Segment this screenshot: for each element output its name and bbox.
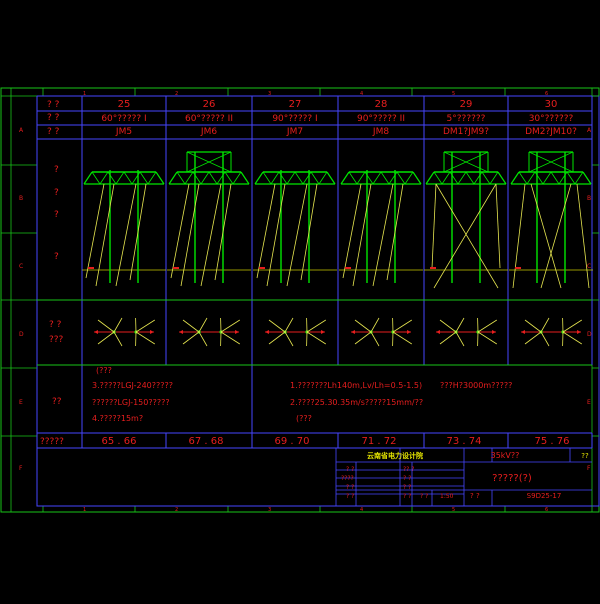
- col-number-26: 26: [203, 99, 216, 110]
- row-label-c: C: [19, 263, 23, 270]
- anchor-mark: [88, 267, 94, 269]
- row-label-f: F: [19, 465, 23, 472]
- note-right-2: (???: [296, 414, 312, 423]
- col-number-27: 27: [289, 99, 302, 110]
- col-type-27: 90°????? I: [272, 114, 317, 124]
- row-label-type: ? ?: [47, 113, 60, 123]
- tb-row-0-b: ?? ?: [403, 466, 414, 473]
- col-type-29: 5°??????: [447, 114, 486, 124]
- drawing-no-28: 71 . 72: [362, 436, 397, 447]
- tb-row-3-b: ? ?: [403, 493, 411, 500]
- col-code-27: JM7: [286, 127, 303, 137]
- col-label-2-bottom: 2: [175, 507, 178, 513]
- anchor-mark: [345, 267, 351, 269]
- note-left-2: ??????LGJ-150?????: [92, 398, 170, 407]
- col-label-4-bottom: 4: [360, 507, 363, 513]
- col-label-5-bottom: 5: [452, 507, 455, 513]
- col-code-28: JM8: [372, 127, 389, 137]
- drawing-no-27: 69 . 70: [275, 436, 310, 447]
- drawing-no-29: 73 . 74: [447, 436, 482, 447]
- col-code-26: JM6: [200, 127, 217, 137]
- row-label-b-right: B: [587, 195, 591, 202]
- tower-label-1: ?: [54, 165, 59, 175]
- notes-label: ??: [52, 397, 62, 407]
- date-label: ? ?: [470, 492, 480, 500]
- row-label-code: ? ?: [47, 127, 60, 137]
- company-name: 云南省电力设计院: [367, 451, 423, 460]
- row-label-e-right: E: [587, 399, 591, 406]
- scale-value: 1:50: [440, 493, 454, 500]
- note-left-3: 4.?????15m?: [92, 414, 143, 423]
- tb-row-0-a: ? ?: [346, 466, 354, 473]
- plan-label-2: ???: [49, 335, 64, 345]
- col-type-26: 60°????? II: [185, 114, 233, 124]
- col-code-29: DM1?JM9?: [443, 127, 489, 137]
- note-left-1: 3.?????LGJ-240?????: [92, 381, 173, 390]
- row-label-e: E: [19, 399, 23, 406]
- col-code-25: JM5: [115, 127, 132, 137]
- note-right-extra: ???H?3000m?????: [440, 381, 512, 390]
- col-type-28: 90°????? II: [357, 114, 405, 124]
- row-label-f-right: F: [587, 465, 591, 472]
- drawing-no-26: 67 . 68: [189, 436, 224, 447]
- drawing-no-25: 65 . 66: [102, 436, 137, 447]
- col-label-6-bottom: 6: [545, 507, 548, 513]
- col-label-1-bottom: 1: [83, 507, 86, 513]
- drawing-number: S9D25-17: [527, 492, 562, 500]
- project-name: 35kV??: [491, 451, 520, 460]
- scale-label: ? ?: [420, 493, 428, 500]
- row-label-b: B: [19, 195, 23, 202]
- sheet-mark: ??: [581, 452, 589, 460]
- tb-row-3-a: ? ?: [346, 493, 354, 500]
- anchor-mark: [430, 267, 436, 269]
- tower-label-4: ?: [54, 252, 59, 262]
- row-label-c-right: C: [587, 263, 591, 270]
- tb-row-2-b: ? ?: [403, 484, 411, 491]
- col-type-25: 60°????? I: [101, 114, 146, 124]
- note-right-0: 1.???????Lh140m,Lv/Lh=0.5-1.5): [290, 381, 422, 390]
- tower-label-2: ?: [54, 188, 59, 198]
- drawing-no-label: ?????: [40, 437, 64, 447]
- drawing-no-30: 75 . 76: [535, 436, 570, 447]
- col-number-28: 28: [375, 99, 388, 110]
- row-label-d: D: [19, 331, 24, 338]
- drawing-title: ?????(?): [492, 473, 532, 484]
- anchor-mark: [515, 267, 521, 269]
- note-right-1: 2.????25.30.35m/s?????15mm/??: [290, 398, 423, 407]
- anchor-mark: [259, 267, 265, 269]
- note-left-0: (???: [96, 366, 112, 375]
- col-type-30: 30°??????: [529, 114, 574, 124]
- col-label-3-bottom: 3: [268, 507, 271, 513]
- col-number-25: 25: [118, 99, 131, 110]
- anchor-mark: [173, 267, 179, 269]
- tb-row-1-b: ? ?: [403, 475, 411, 482]
- col-number-30: 30: [545, 99, 558, 110]
- col-number-29: 29: [460, 99, 473, 110]
- row-label-d-right: D: [587, 331, 592, 338]
- row-label-number: ? ?: [47, 100, 60, 110]
- col-code-30: DM2?JM10?: [525, 127, 577, 137]
- tb-row-2-a: ? ?: [346, 484, 354, 491]
- tb-row-1-a: ????: [341, 475, 354, 482]
- tower-label-3: ?: [54, 210, 59, 220]
- plan-label-1: ? ?: [49, 320, 62, 330]
